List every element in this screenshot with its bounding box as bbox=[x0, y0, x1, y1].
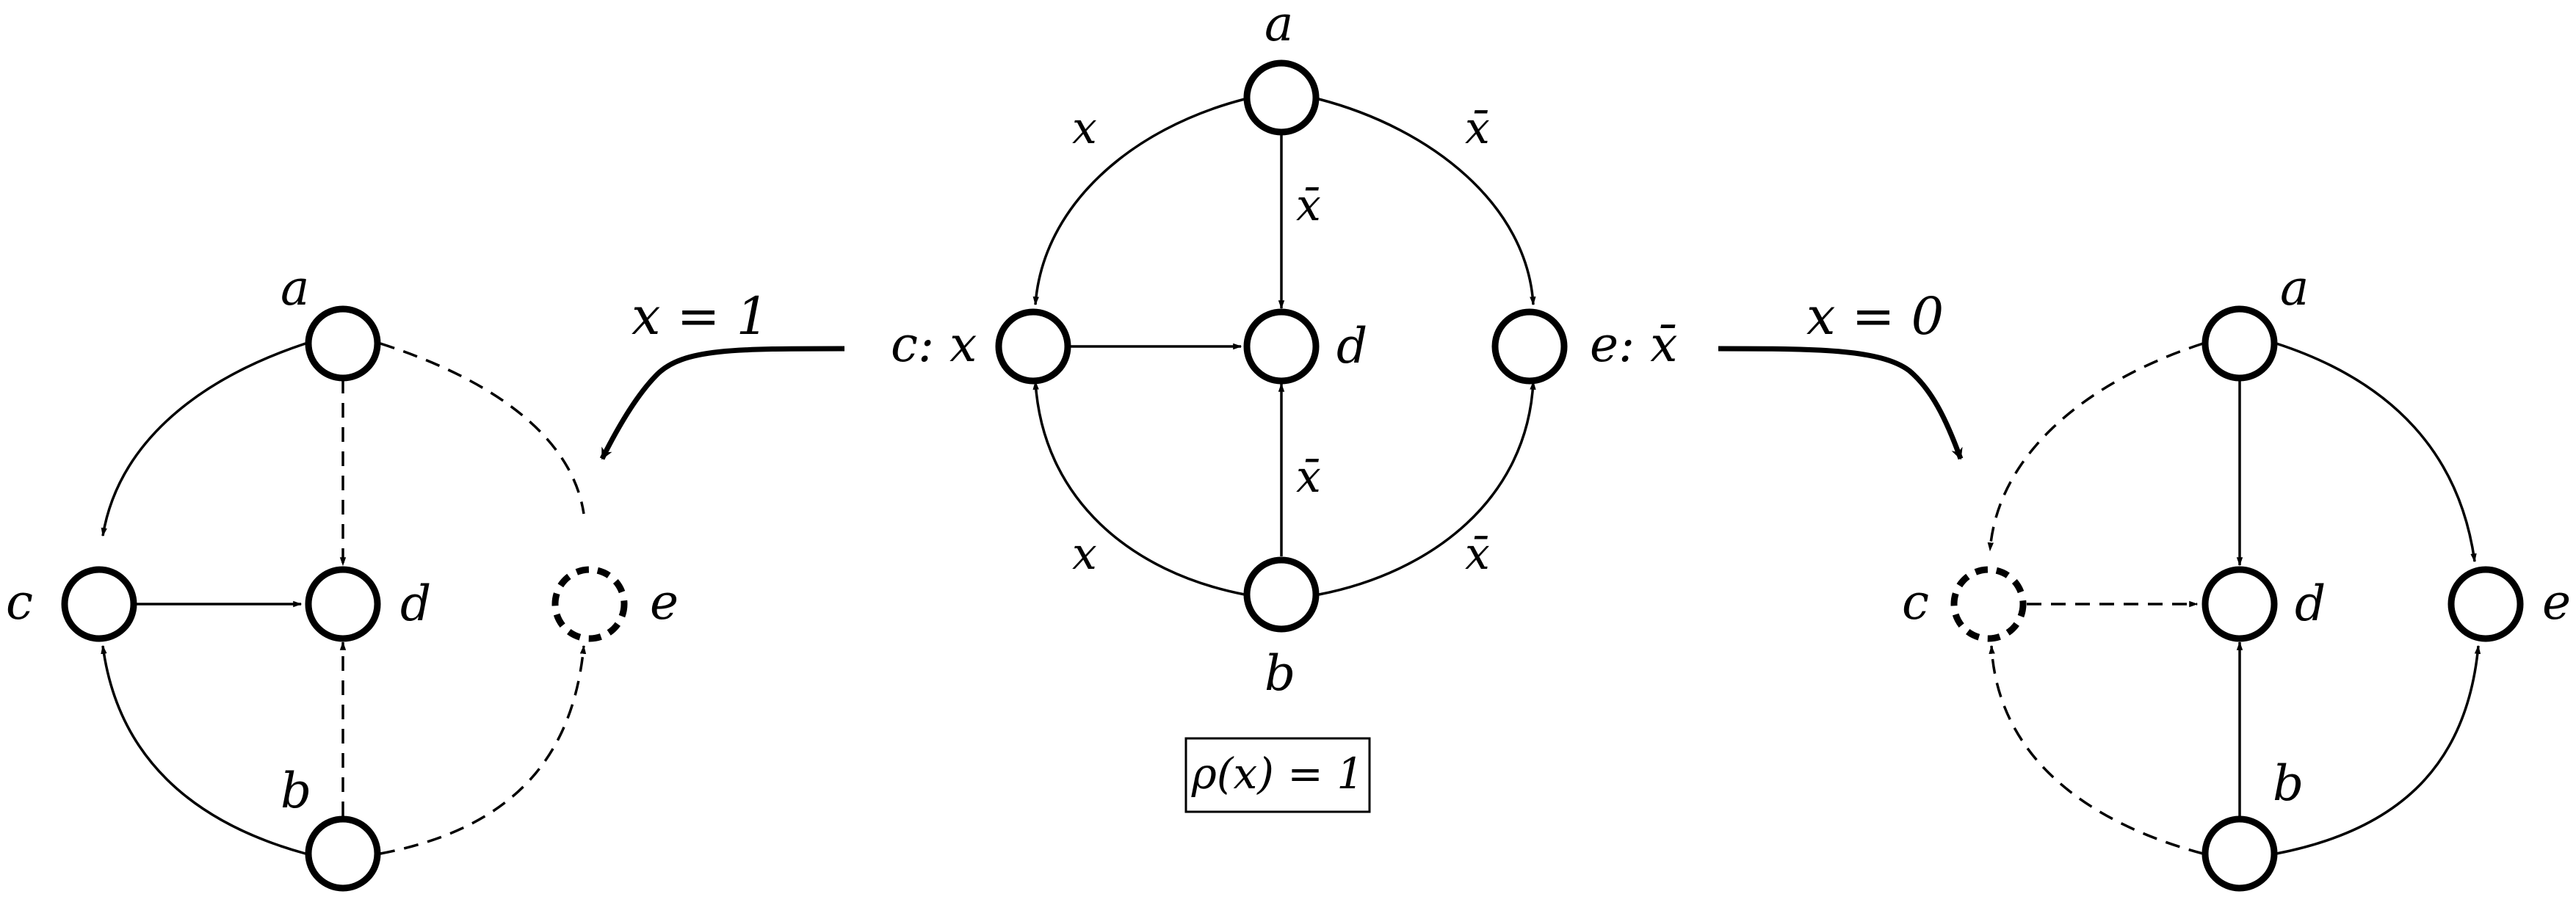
right-edge-b-e bbox=[2276, 644, 2481, 855]
left-label-c: c bbox=[6, 574, 33, 630]
right-node-b bbox=[2201, 815, 2278, 892]
center-edge-label-b-e: x̄ bbox=[1465, 528, 1490, 580]
right-label-e: e bbox=[2542, 574, 2571, 630]
transition-right-label: x = 0 bbox=[1806, 286, 1944, 346]
right-label-c: c bbox=[1902, 574, 1929, 630]
center-edge-label-a-c: x bbox=[1072, 103, 1097, 154]
left-edge-b-e bbox=[380, 644, 587, 855]
left-node-b bbox=[305, 815, 381, 892]
left-label-a: a bbox=[281, 260, 309, 316]
transition-right: x = 0 bbox=[1718, 286, 1964, 460]
left-node-e bbox=[551, 566, 628, 642]
transition-right-arrow bbox=[1718, 346, 1964, 460]
center-edge-b-e bbox=[1318, 380, 1536, 596]
right-graph: a c d e b bbox=[1902, 260, 2571, 892]
center-label-c: c: x bbox=[891, 316, 977, 373]
transition-left-arrow bbox=[599, 346, 845, 460]
left-edge-a-e bbox=[380, 342, 585, 515]
transition-left: x = 1 bbox=[599, 286, 845, 460]
left-edge-b-c bbox=[101, 644, 306, 855]
center-node-a bbox=[1243, 59, 1320, 136]
center-label-e: e: x̄ bbox=[1590, 316, 1678, 373]
left-node-d bbox=[305, 566, 381, 642]
left-node-c bbox=[61, 566, 137, 642]
left-label-e: e bbox=[650, 574, 679, 630]
center-label-d: d bbox=[1336, 318, 1367, 374]
center-node-e bbox=[1491, 308, 1568, 385]
center-edge-a-c bbox=[1032, 98, 1245, 306]
left-graph: a c d e b bbox=[6, 260, 679, 892]
center-edge-b-c bbox=[1032, 380, 1245, 596]
center-label-b: b bbox=[1265, 645, 1295, 702]
right-edge-b-c bbox=[1989, 644, 2204, 855]
right-edge-a-e bbox=[2276, 342, 2477, 563]
right-node-a bbox=[2201, 305, 2278, 382]
center-node-b bbox=[1243, 556, 1320, 633]
center-edge-a-e bbox=[1318, 98, 1536, 306]
left-node-a bbox=[305, 305, 381, 382]
center-edge-label-a-d: x̄ bbox=[1296, 180, 1321, 231]
left-label-d: d bbox=[400, 575, 431, 632]
right-edge-a-c bbox=[1987, 342, 2204, 552]
center-edge-label-a-e: x̄ bbox=[1465, 103, 1490, 154]
right-label-a: a bbox=[2280, 260, 2309, 316]
right-node-d bbox=[2201, 566, 2278, 642]
center-label-a: a bbox=[1265, 0, 1293, 52]
center-edge-label-b-c: x bbox=[1072, 528, 1097, 580]
right-node-c bbox=[1950, 566, 2027, 642]
left-label-b: b bbox=[281, 763, 311, 819]
center-graph: a c: x d e: x̄ b x x̄ x̄ x x̄ x̄ ρ(x) = … bbox=[891, 0, 1678, 813]
caption-box bbox=[1184, 737, 1371, 813]
right-node-e bbox=[2447, 566, 2524, 642]
transition-left-label: x = 1 bbox=[632, 286, 769, 346]
caption-text: ρ(x) = 1 bbox=[1191, 749, 1364, 799]
center-edge-label-b-d: x̄ bbox=[1296, 451, 1321, 503]
center-node-d bbox=[1243, 308, 1320, 385]
left-edge-a-c bbox=[101, 342, 306, 537]
right-label-d: d bbox=[2295, 575, 2326, 632]
right-label-b: b bbox=[2273, 755, 2304, 812]
center-node-c bbox=[995, 308, 1071, 385]
